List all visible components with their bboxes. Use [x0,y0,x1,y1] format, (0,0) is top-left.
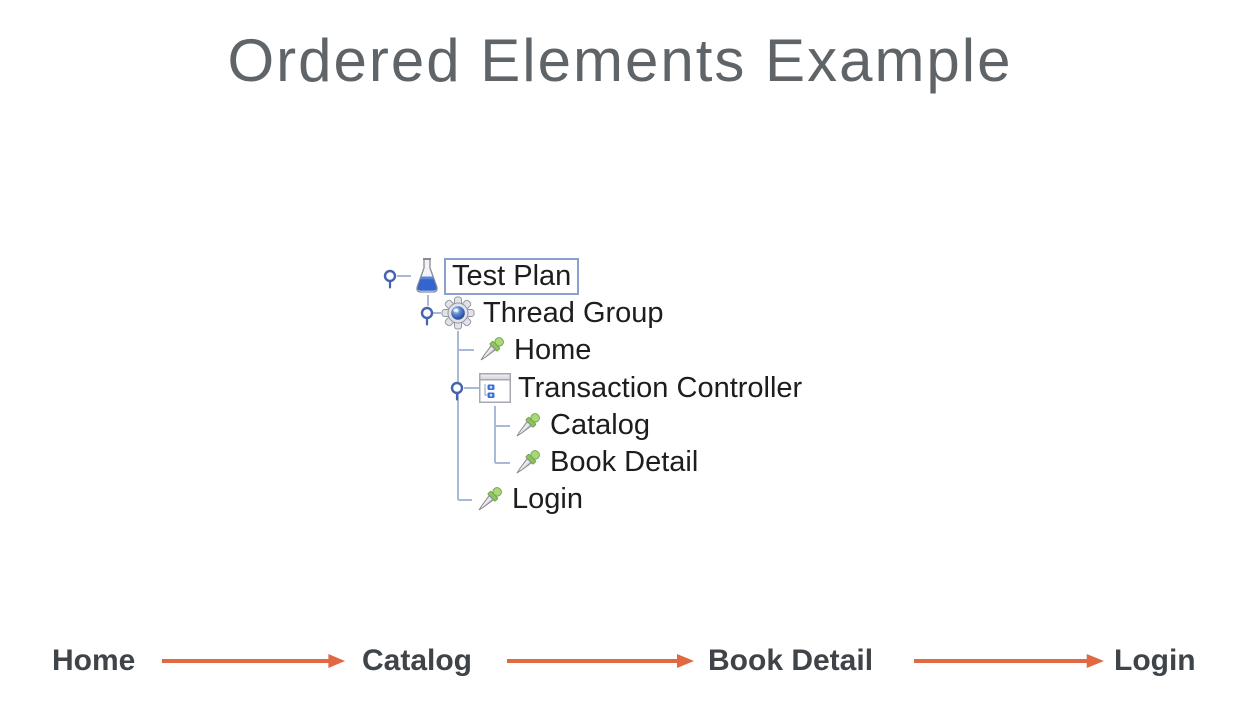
controller-window-icon[interactable] [479,373,511,403]
flow-step-book-detail: Book Detail [708,644,874,677]
flow-arrow-icon [507,654,694,668]
tree-node-login[interactable]: Login [512,483,583,515]
tree-connector-line [495,425,510,427]
gear-icon[interactable] [441,296,475,330]
sampler-dropper-icon[interactable] [510,446,544,480]
tree-node-transaction-controller[interactable]: Transaction Controller [518,372,803,404]
flow-step-home: Home [52,644,136,677]
expand-toggle-thread-group[interactable] [420,306,434,327]
tree-node-test-plan[interactable]: Test Plan [444,258,580,295]
sampler-dropper-icon[interactable] [474,333,508,367]
sampler-dropper-icon[interactable] [510,409,544,443]
flow-step-catalog: Catalog [362,644,473,677]
tree-connector-line [427,295,429,306]
flow-step-login: Login [1114,644,1196,677]
expand-toggle-test-plan[interactable] [383,269,397,290]
tree-node-book-detail[interactable]: Book Detail [550,446,699,478]
flask-icon[interactable] [412,257,442,295]
flow-arrow-icon [914,654,1104,668]
tree-node-thread-group[interactable]: Thread Group [483,297,664,329]
tree-connector-line [397,275,411,277]
tree-connector-line [464,387,479,389]
tree-connector-line [457,331,459,500]
tree-node-catalog[interactable]: Catalog [550,409,650,441]
tree-connector-line [494,406,496,463]
flow-arrow-icon [161,654,346,668]
tree-connector-line [433,312,441,314]
page-title: Ordered Elements Example [227,27,1013,94]
tree-node-home[interactable]: Home [514,334,592,366]
expand-toggle-transaction-controller[interactable] [450,381,464,402]
tree-connector-line [495,462,510,464]
tree-connector-line [458,499,472,501]
tree-connector-line [458,349,474,351]
sampler-dropper-icon[interactable] [472,483,506,517]
